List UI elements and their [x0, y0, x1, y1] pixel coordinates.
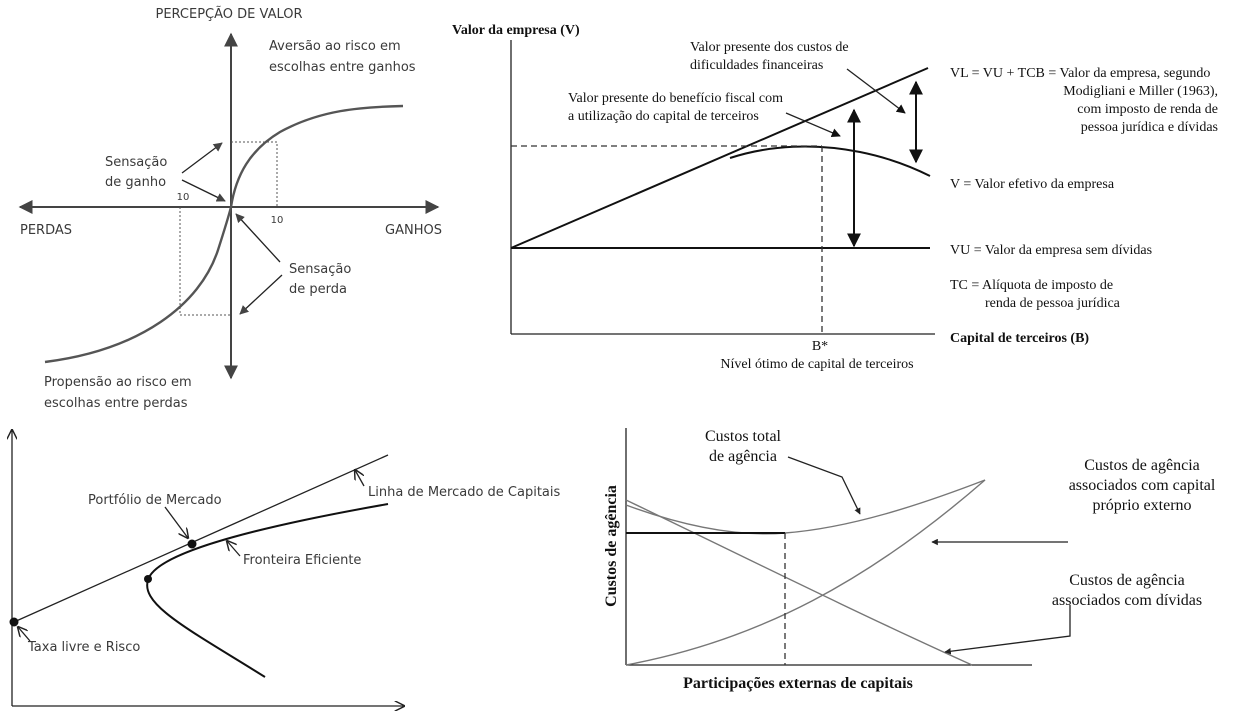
min-variance-point [144, 575, 152, 583]
riskfree-pointer [18, 627, 31, 642]
tax-benefit-label-2: a utilização do capital de terceiros [568, 109, 759, 124]
gains-label: GANHOS [385, 223, 442, 238]
loss-sensation-label-2: de perda [289, 282, 347, 297]
total-agency-cost-curve [625, 479, 986, 535]
value-function-curve [44, 104, 404, 364]
b-star-label: B* [812, 339, 828, 354]
distress-label-pointer [846, 68, 906, 114]
debt-cost-pointer [944, 605, 1071, 655]
v-curve [729, 145, 931, 177]
equity-cost-label-3: próprio externo [1092, 497, 1191, 514]
value-perception-label: PERCEPÇÃO DE VALOR [155, 6, 302, 22]
mm-diagram: Valor da empresa (V) Capital de terceiro… [452, 23, 1218, 372]
market-portfolio-label: Portfólio de Mercado [88, 493, 222, 508]
market-portfolio-pointer [164, 506, 188, 538]
cml-label: Linha de Mercado de Capitais [368, 485, 561, 500]
aversion-label-2: escolhas entre ganhos [269, 60, 416, 75]
debt-cost-label-2: associados com dívidas [1052, 592, 1202, 609]
losses-label: PERDAS [20, 223, 72, 238]
vl-equation: VL = VU + TCB = Valor da empresa, segund… [950, 66, 1210, 81]
equity-cost-label-1: Custos de agência [1084, 457, 1200, 474]
tax-benefit-label-1: Valor presente do benefício fiscal com [568, 91, 783, 106]
v-label: V = Valor efetivo da empresa [950, 177, 1115, 192]
loss-arrow-origin [235, 213, 281, 263]
aversion-label-1: Aversão ao risco em [269, 39, 401, 54]
propensity-label-1: Propensão ao risco em [44, 375, 192, 390]
tick-right-label: 10 [271, 215, 284, 226]
gain-sensation-label-1: Sensação [105, 155, 167, 170]
propensity-label-2: escolhas entre perdas [44, 396, 188, 411]
vl-line-1: Modigliani e Miller (1963), [1063, 84, 1218, 99]
tc-label-1: TC = Alíquota de imposto de [950, 278, 1113, 293]
equity-cost-label-2: associados com capital [1069, 477, 1216, 494]
frontier-label: Fronteira Eficiente [243, 553, 361, 568]
gain-arrow-origin [181, 179, 226, 202]
vl-line-3: pessoa jurídica e dívidas [1081, 120, 1218, 135]
gain-arrow-up [181, 142, 223, 174]
market-portfolio-point [187, 539, 197, 549]
cml-pointer [355, 470, 365, 487]
distress-label-1: Valor presente dos custos de [690, 40, 849, 55]
total-cost-label-1: Custos total [705, 428, 782, 445]
loss-arrow-down [239, 274, 283, 315]
capital-market-line [13, 454, 389, 623]
agency-cost-axis-label: Custos de agência [603, 485, 620, 607]
equity-cost-curve [625, 479, 986, 666]
frontier-pointer [227, 541, 241, 557]
total-cost-label-2: de agência [709, 448, 777, 465]
agency-diagram: Custos de agência Participações externas… [603, 428, 1216, 692]
distress-label-2: dificuldades financeiras [690, 58, 823, 73]
efficient-frontier-curve [146, 503, 389, 678]
debt-axis-label: Capital de terceiros (B) [950, 331, 1089, 346]
prospect-diagram: PERCEPÇÃO DE VALOR PERDAS GANHOS Aversão… [18, 6, 442, 411]
debt-cost-curve [625, 499, 973, 666]
external-capital-axis-label: Participações externas de capitais [683, 675, 913, 692]
gain-sensation-label-2: de ganho [105, 175, 166, 190]
tc-label-2: renda de pessoa jurídica [985, 296, 1121, 311]
vl-line-2: com imposto de renda de [1077, 102, 1218, 117]
tax-label-pointer [785, 112, 841, 137]
optimal-debt-label: Nível ótimo de capital de terceiros [720, 357, 913, 372]
debt-cost-label-1: Custos de agência [1069, 572, 1185, 589]
loss-sensation-label-1: Sensação [289, 262, 351, 277]
firm-value-axis-label: Valor da empresa (V) [452, 23, 580, 38]
cml-diagram: Portfólio de Mercado Linha de Mercado de… [10, 430, 561, 706]
riskfree-point [9, 617, 19, 627]
vl-line [510, 67, 929, 249]
loss-guide-lines [179, 207, 231, 316]
gain-guide-lines [231, 141, 278, 207]
riskfree-label: Taxa livre e Risco [27, 640, 140, 655]
total-cost-pointer [787, 456, 861, 515]
tick-left-label: 10 [177, 192, 190, 203]
vu-label: VU = Valor da empresa sem dívidas [950, 243, 1152, 258]
